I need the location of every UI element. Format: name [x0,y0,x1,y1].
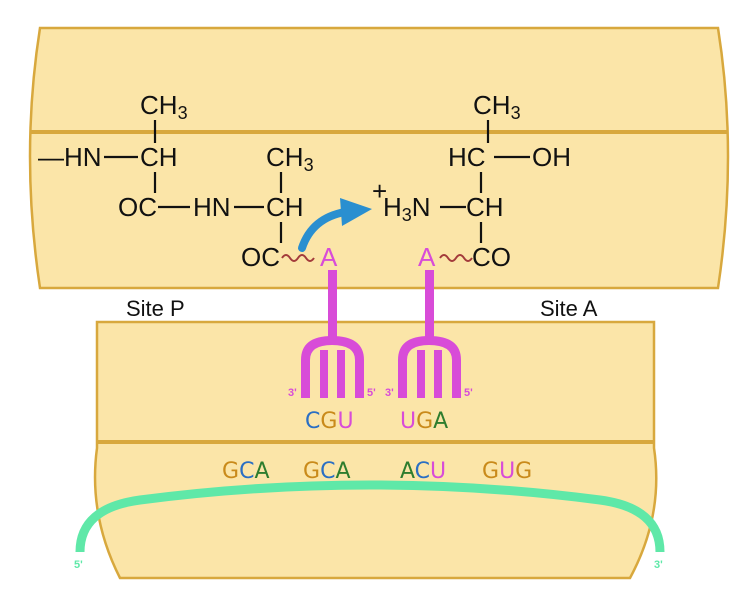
a-methyl: CH3 [473,90,521,123]
large-subunit [28,26,730,290]
p-top-methyl: CH3 [140,90,188,123]
a-anticodon: UGA [400,409,448,434]
codon-1: GCA [222,459,270,484]
a-trna-3prime: 3' [385,387,394,399]
p-methyl-2: CH3 [266,142,314,175]
a-carbonyl: CO [472,242,511,272]
a-site-trna: 3' 5' [385,270,473,399]
a-trna-5prime: 5' [464,387,473,399]
mrna-3prime: 3' [654,559,663,571]
mrna-strand [75,480,665,553]
p-site-trna: 3' 5' [288,270,376,399]
p-trna-5prime: 5' [367,387,376,399]
p-alpha-carbon-2: CH [266,192,304,222]
site-a-label: Site A [540,296,598,321]
a-alpha-carbon: CH [466,192,504,222]
a-trna-adenine: A [418,242,436,272]
p-site-peptide: CH3 —HN CH CH3 OC HN CH OC A [38,90,338,272]
p-trna-3prime: 3' [288,387,297,399]
a-hydroxyl: OH [532,142,571,172]
small-subunit [93,320,658,580]
codon-2: GCA [303,459,351,484]
site-p-label: Site P [126,296,185,321]
codon-3: ACU [400,459,446,484]
attack-arrow [298,198,372,252]
p-trna-adenine: A [320,242,338,272]
a-charge: + [372,176,387,206]
p-anticodon: CGU [305,409,354,434]
p-carbonyl-1: OC [118,192,157,222]
p-alpha-carbon-1: CH [140,142,178,172]
a-amine: H3N [383,192,431,225]
p-amide: —HN [38,142,102,172]
mrna-5prime: 5' [74,559,83,571]
codon-4: GUG [482,459,532,484]
a-side-carbon: HC [448,142,486,172]
a-ester-bond-wavy [439,254,473,262]
p-amide-2: HN [193,192,231,222]
a-site-aminoacyl: CH3 HC OH + H3N CH A CO [372,90,571,272]
p-ester-bond-wavy [281,254,315,262]
p-carbonyl-2: OC [241,242,280,272]
